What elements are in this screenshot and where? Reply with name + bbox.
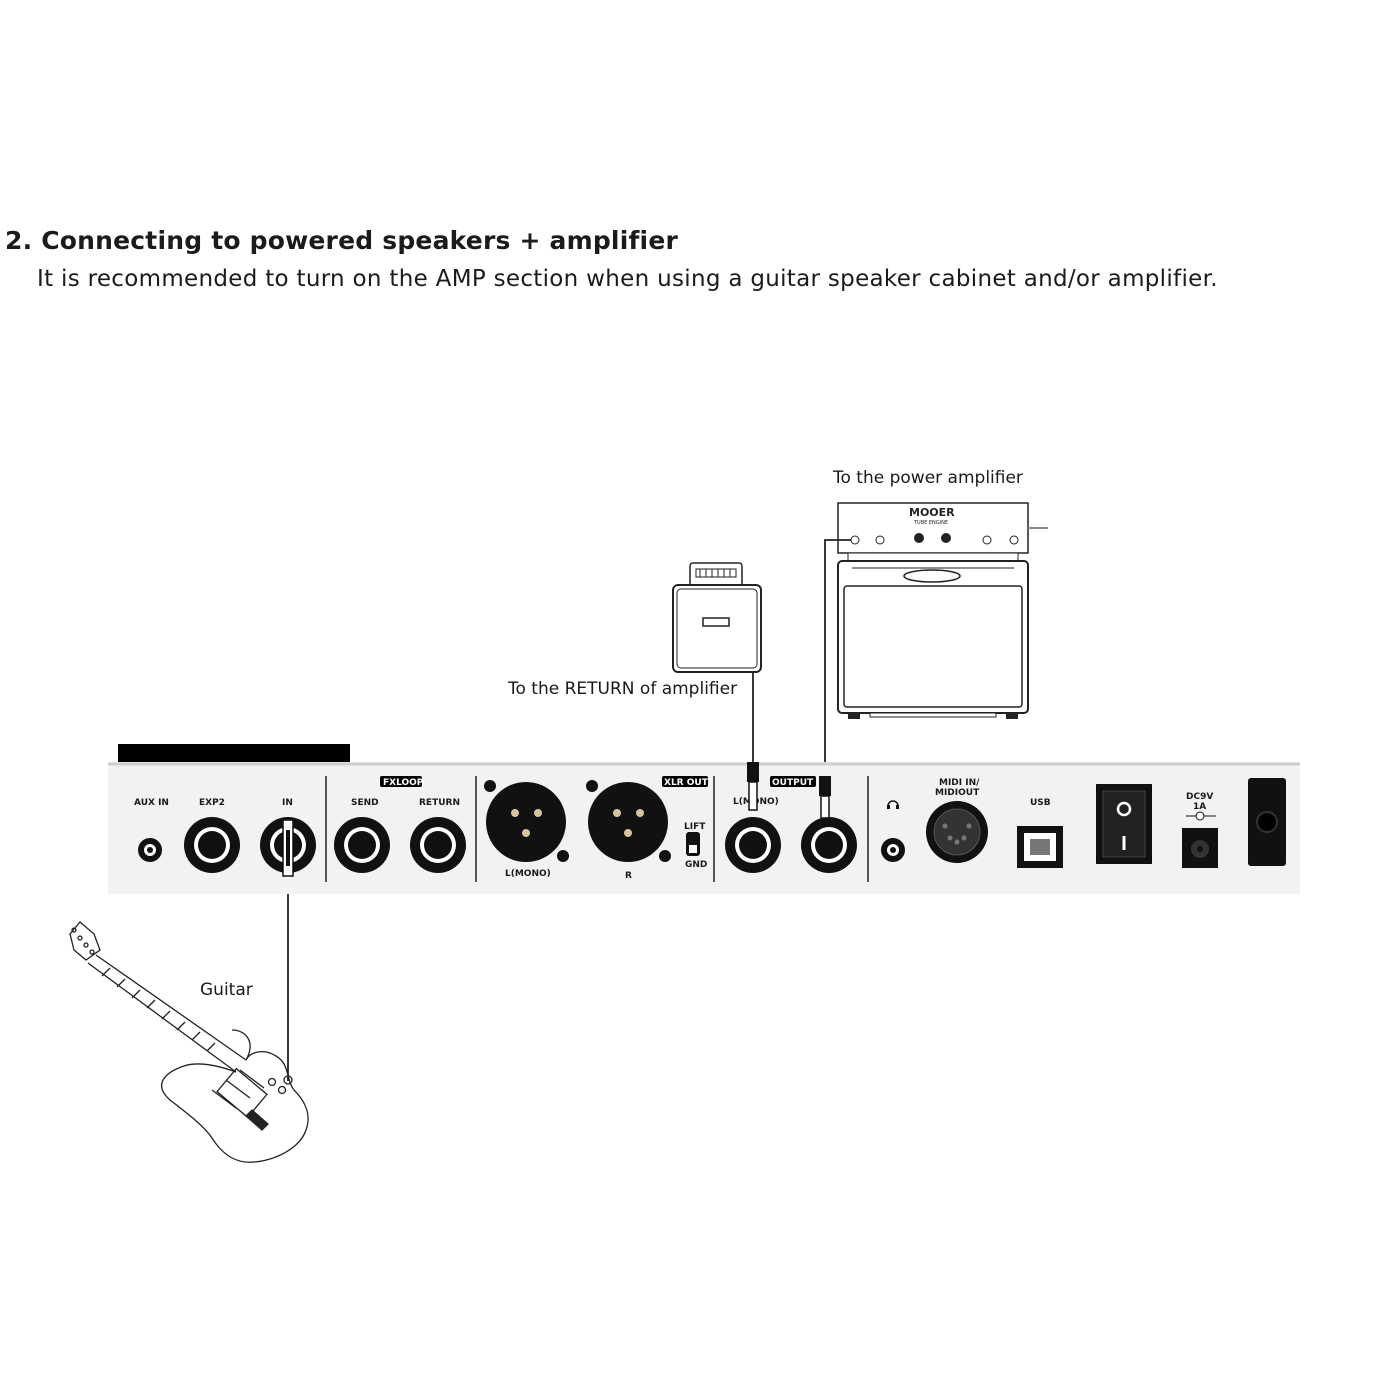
in-label: IN <box>282 798 293 808</box>
in-jack[interactable] <box>260 817 316 877</box>
usb-label: USB <box>1030 798 1051 808</box>
speaker-cabinet <box>837 552 1029 719</box>
amp-model-label: TUBE ENGINE <box>913 520 948 526</box>
exp2-label: EXP2 <box>199 798 225 808</box>
power-amp-caption: To the power amplifier <box>832 468 1023 488</box>
lift-label: LIFT <box>684 822 706 832</box>
output-left-jack[interactable] <box>725 762 781 873</box>
output-right-jack[interactable] <box>801 776 857 873</box>
return-amp-caption: To the RETURN of amplifier <box>507 679 737 699</box>
output-badge <box>770 776 816 787</box>
fx-loop-label: FXLOOP <box>383 778 424 788</box>
mini-amp-icon <box>672 562 762 673</box>
power-switch[interactable] <box>1096 784 1152 864</box>
cable-to-power-amp <box>824 539 851 782</box>
return-label: RETURN <box>419 798 460 808</box>
aux-in-jack[interactable] <box>138 838 162 862</box>
xlr-left-jack[interactable] <box>484 780 569 862</box>
dc-label-line2: 1A <box>1193 802 1206 812</box>
guitar-icon <box>69 921 309 1163</box>
section-title: 2. Connecting to powered speakers + ampl… <box>5 226 679 255</box>
cable-clamp <box>1248 778 1286 866</box>
dc-polarity-icon <box>1186 811 1216 821</box>
gnd-label: GND <box>685 860 707 870</box>
amp-brand-logo: MOOER <box>909 506 955 519</box>
midi-port[interactable] <box>926 801 988 863</box>
return-jack[interactable] <box>410 817 466 873</box>
dc-power-jack[interactable] <box>1182 828 1218 868</box>
xlr-right-jack[interactable] <box>586 780 671 862</box>
send-jack[interactable] <box>334 817 390 873</box>
guitar-caption: Guitar <box>200 980 253 1000</box>
output-label: OUTPUT <box>772 778 814 788</box>
xlr-l-label: L(MONO) <box>505 869 551 879</box>
fx-loop-badge <box>380 776 422 787</box>
ground-lift-switch[interactable] <box>686 832 700 856</box>
headphone-icon <box>887 800 899 809</box>
xlr-r-label: R <box>625 871 632 881</box>
usb-port[interactable] <box>1017 826 1063 868</box>
xlr-out-label: XLR OUT <box>664 778 709 788</box>
xlr-out-badge <box>662 776 708 787</box>
headphone-jack[interactable] <box>881 838 905 862</box>
send-label: SEND <box>351 798 379 808</box>
dc-label-line1: DC9V <box>1186 792 1213 802</box>
midi-label-line2: MIDIOUT <box>935 788 980 798</box>
section-description: It is recommended to turn on the AMP sec… <box>37 266 1218 292</box>
exp2-jack[interactable] <box>184 817 240 873</box>
aux-in-label: AUX IN <box>134 798 169 808</box>
power-amp-head: MOOER TUBE ENGINE <box>837 502 1048 554</box>
midi-label-line1: MIDI IN/ <box>939 778 980 788</box>
